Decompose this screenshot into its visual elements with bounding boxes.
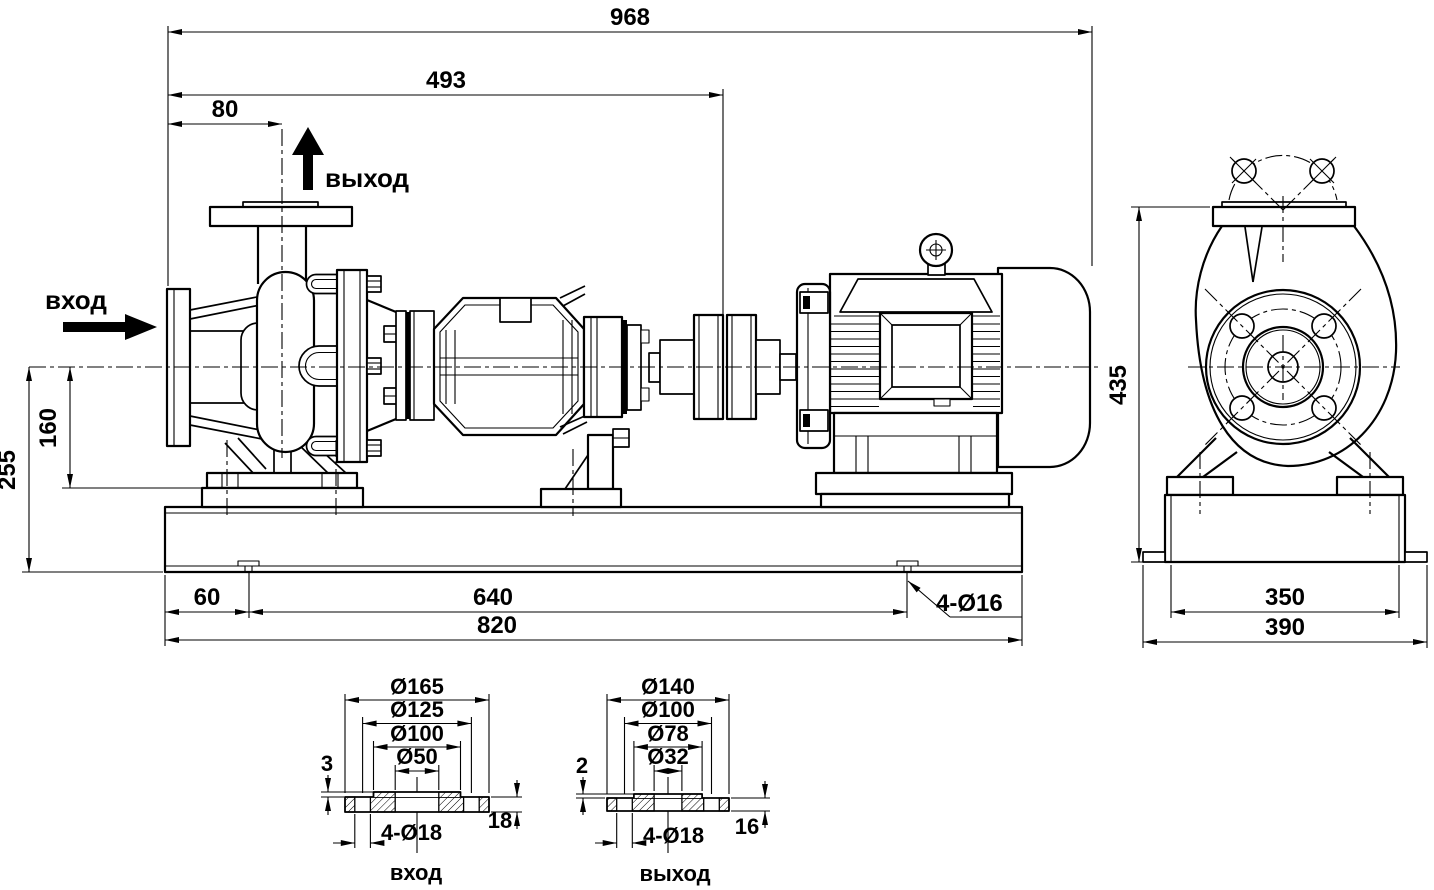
dim-overall-length: 968 xyxy=(610,4,650,31)
inlet-flow-arrow-icon xyxy=(63,314,157,340)
dim-inlet-face: Ø100 xyxy=(390,721,444,746)
casing-clamp-bolts xyxy=(298,268,382,464)
dim-outlet-face-height: 2 xyxy=(576,753,588,778)
end-centerlines xyxy=(1188,196,1400,514)
centerlines xyxy=(29,129,1098,516)
motor xyxy=(795,232,1092,509)
outlet-flange-title: выход xyxy=(639,861,710,886)
dim-base-length: 820 xyxy=(477,612,517,639)
dim-slot-offset: 60 xyxy=(194,584,221,611)
dim-outlet-face: Ø78 xyxy=(647,721,689,746)
lifting-eye xyxy=(918,232,954,276)
inlet-flange-detail: Ø165 Ø125 Ø100 Ø50 3 18 4-Ø18 вход xyxy=(321,674,522,885)
pump-foot xyxy=(200,471,365,509)
dim-outlet-holes: 4-Ø18 xyxy=(643,823,704,848)
dim-end-height: 435 xyxy=(1105,365,1132,405)
terminal-box xyxy=(878,311,974,407)
end-flange-bolt-holes xyxy=(1231,158,1335,184)
dim-outlet-offset: 80 xyxy=(212,96,239,123)
end-discharge-flange xyxy=(1211,154,1357,228)
outlet-flow-label: выход xyxy=(325,163,410,193)
anchor-slot-right xyxy=(896,560,919,572)
dim-inlet-face-height: 3 xyxy=(321,751,333,776)
dim-outlet-thickness: 16 xyxy=(735,814,759,839)
outlet-flange-section xyxy=(606,793,730,812)
dim-inlet-thickness: 18 xyxy=(488,808,512,833)
outlet-flange-detail: Ø140 Ø100 Ø78 Ø32 2 16 4-Ø18 выход xyxy=(576,674,770,886)
clamp-nuts xyxy=(366,275,382,457)
discharge-outlet xyxy=(208,201,354,284)
motor-feet xyxy=(814,411,1014,509)
dim-overall-height: 255 xyxy=(0,450,21,490)
motor-drive-bracket xyxy=(795,282,832,450)
dim-inlet-holes: 4-Ø18 xyxy=(381,820,442,845)
dim-inlet-bolt-circle: Ø125 xyxy=(390,697,444,722)
flow-annotations: выход вход xyxy=(45,127,410,340)
seal-housing xyxy=(366,298,435,433)
dim-outlet-bore: Ø32 xyxy=(647,744,689,769)
side-extension-lines xyxy=(22,26,1093,646)
dim-inlet-bore: Ø50 xyxy=(396,744,438,769)
dim-base-inner: 350 xyxy=(1265,584,1305,611)
bearing-housing xyxy=(432,285,588,437)
outlet-flow-arrow-icon xyxy=(292,127,324,190)
inlet-flange-section xyxy=(344,791,490,813)
bearing-pedestal xyxy=(539,428,630,509)
side-view: 968 493 80 255 160 60 640 820 4-Ø16 выхо… xyxy=(0,4,1098,646)
dim-slot-span: 640 xyxy=(473,584,513,611)
end-base-channel xyxy=(1142,493,1428,564)
dim-inlet-outer: Ø165 xyxy=(390,674,444,699)
end-view: 435 350 390 xyxy=(1105,154,1428,648)
dim-base-holes: 4-Ø16 xyxy=(936,590,1003,617)
inlet-flange-dimensions: Ø165 Ø125 Ø100 Ø50 3 18 4-Ø18 xyxy=(321,674,520,846)
end-front-flange xyxy=(1204,288,1362,446)
anchor-slot-left xyxy=(237,560,260,572)
inlet-flow-label: вход xyxy=(45,285,107,315)
dim-base-outer: 390 xyxy=(1265,614,1305,641)
dim-outlet-outer: Ø140 xyxy=(641,674,695,699)
dim-outlet-bolt-circle: Ø100 xyxy=(641,697,695,722)
inlet-flange-title: вход xyxy=(390,860,442,885)
dim-axis-height: 160 xyxy=(35,408,62,448)
side-dimensions: 968 493 80 255 160 60 640 820 4-Ø16 xyxy=(0,4,1092,643)
dim-to-coupling: 493 xyxy=(426,67,466,94)
outlet-flange-dimensions: Ø140 Ø100 Ø78 Ø32 2 16 4-Ø18 xyxy=(576,674,768,848)
baseplate xyxy=(163,505,1024,574)
end-dimensions: 435 350 390 xyxy=(1105,206,1428,648)
